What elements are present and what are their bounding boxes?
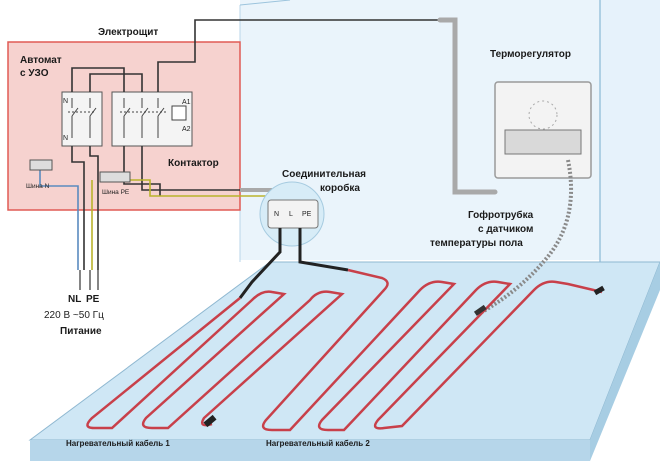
bus-n [29, 159, 53, 171]
coil-a1: A1 [182, 99, 191, 106]
sensor-probe [473, 304, 487, 316]
neutral-wire [39, 170, 79, 270]
sensor-label-line2: с датчиком [478, 224, 533, 235]
wall-top-line [239, 0, 291, 6]
bus-pe-label: Шина PE [102, 189, 130, 196]
panel-wiring [71, 19, 440, 270]
thermostat-dial [528, 100, 558, 130]
thermostat-pcb [504, 129, 582, 155]
cable-2-label: Нагревательный кабель 2 [266, 439, 370, 448]
coil-a2: A2 [182, 126, 191, 133]
breaker-label-line1: Автомат [20, 55, 62, 66]
heating-cable-2 [261, 268, 603, 432]
jb-pe: PE [302, 211, 312, 218]
panel-title: Электрощит [98, 27, 158, 38]
junction-label-line1: Соединительная [282, 169, 366, 180]
cable-1-label: Нагревательный кабель 1 [66, 439, 170, 448]
supply-terminals [79, 270, 99, 290]
thermostat-label: Терморегулятор [490, 49, 571, 60]
floor-side [590, 262, 660, 461]
junction-box [267, 199, 319, 229]
terminal-pe: PE [86, 294, 100, 305]
jb-n: N [274, 211, 279, 218]
sensor-conduit [480, 159, 574, 314]
rcd-contacts [68, 98, 97, 138]
junction-label-line2: коробка [320, 182, 360, 194]
sensor-label-line1: Гофротрубка [468, 209, 534, 221]
rcd-n-top: N [63, 98, 68, 105]
terminal-nl: NL [68, 294, 81, 305]
rcd-n-bottom: N [63, 135, 68, 142]
cable-2-end [593, 285, 605, 296]
supply-label: Питание [60, 326, 102, 337]
contactor-coil [171, 105, 187, 121]
cable-1-end [203, 414, 217, 428]
supply-voltage: 220 В ~50 Гц [44, 310, 104, 321]
conduit-to-thermostat [437, 17, 498, 195]
sensor-label-line3: температуры пола [430, 238, 523, 249]
left-wall [240, 0, 600, 260]
bus-pe [99, 171, 131, 183]
rcd-breaker [61, 91, 103, 147]
cold-leads [238, 228, 349, 299]
floor-front [30, 440, 590, 461]
contactor-label: Контактор [168, 158, 219, 169]
breaker-label-line2: с УЗО [20, 68, 49, 79]
floor-top [28, 261, 660, 441]
bus-n-label: Шина N [26, 183, 50, 190]
jb-l: L [289, 211, 293, 218]
heating-cable-1 [86, 290, 345, 430]
contactor-contacts [120, 98, 168, 138]
